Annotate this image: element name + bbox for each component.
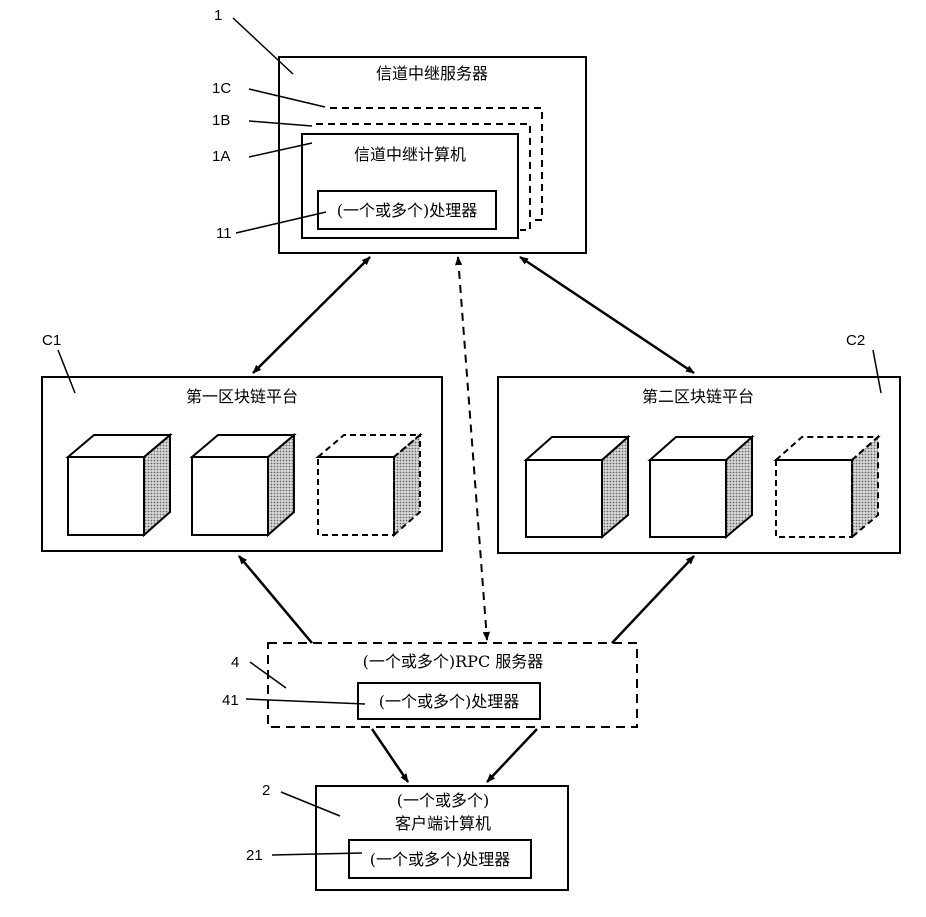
block-cube-2 bbox=[192, 435, 294, 535]
ref-c1: C1 bbox=[42, 332, 61, 349]
ref-4: 4 bbox=[231, 654, 239, 671]
ref-2-leader bbox=[281, 792, 340, 816]
first-blockchain-platform: 第一区块链平台 bbox=[42, 377, 442, 551]
rpc-client-arrow-left bbox=[372, 729, 408, 782]
ref-2: 2 bbox=[262, 782, 270, 799]
client-title-line-1: (一个或多个) bbox=[397, 791, 490, 810]
rpc-server: (一个或多个)RPC 服务器 (一个或多个)处理器 bbox=[268, 643, 637, 727]
rpc-platform-1-arrow bbox=[239, 556, 312, 643]
ref-11-leader bbox=[236, 212, 326, 233]
block-cube-1 bbox=[68, 435, 170, 535]
client-processor-label: (一个或多个)处理器 bbox=[370, 850, 511, 869]
ref-1: 1 bbox=[214, 7, 222, 24]
block-cube-3 bbox=[526, 437, 628, 537]
relay-processor-label: (一个或多个)处理器 bbox=[337, 201, 478, 220]
rpc-platform-2-arrow bbox=[612, 556, 694, 643]
ref-1a: 1A bbox=[212, 148, 230, 165]
ref-1c: 1C bbox=[212, 80, 231, 97]
platform-2-title: 第二区块链平台 bbox=[642, 387, 754, 406]
ref-1-leader bbox=[233, 18, 293, 74]
ref-1c-leader bbox=[249, 89, 325, 107]
ref-4-leader bbox=[250, 662, 286, 688]
relay-server-title: 信道中继服务器 bbox=[376, 64, 488, 83]
client-computer: (一个或多个) 客户端计算机 (一个或多个)处理器 bbox=[316, 786, 568, 890]
ref-1b-leader bbox=[249, 121, 312, 126]
client-title-line-2: 客户端计算机 bbox=[395, 814, 491, 833]
rpc-processor-label: (一个或多个)处理器 bbox=[379, 692, 520, 711]
ref-1b: 1B bbox=[212, 112, 230, 129]
pending-block-cube-2 bbox=[776, 437, 878, 537]
ref-41-leader bbox=[246, 699, 365, 704]
rpc-server-title: (一个或多个)RPC 服务器 bbox=[363, 652, 544, 671]
channel-relay-server: 信道中继服务器 信道中继计算机 (一个或多个)处理器 bbox=[279, 57, 586, 253]
ref-11: 11 bbox=[216, 225, 232, 242]
platform-1-title: 第一区块链平台 bbox=[186, 387, 298, 406]
rpc-client-arrow-right bbox=[487, 729, 537, 782]
ref-21: 21 bbox=[246, 847, 263, 864]
ref-41: 41 bbox=[222, 692, 239, 709]
ref-c2: C2 bbox=[846, 332, 865, 349]
block-cube-4 bbox=[650, 437, 752, 537]
pending-block-cube bbox=[318, 435, 420, 535]
ref-c2-leader bbox=[873, 350, 881, 393]
second-blockchain-platform: 第二区块链平台 bbox=[498, 377, 900, 553]
relay-computer-title: 信道中继计算机 bbox=[354, 145, 466, 164]
relay-platform-2-arrow bbox=[520, 257, 694, 373]
relay-rpc-dashed-arrow bbox=[458, 257, 487, 640]
relay-platform-1-arrow bbox=[253, 257, 370, 373]
ref-c1-leader bbox=[58, 350, 75, 393]
